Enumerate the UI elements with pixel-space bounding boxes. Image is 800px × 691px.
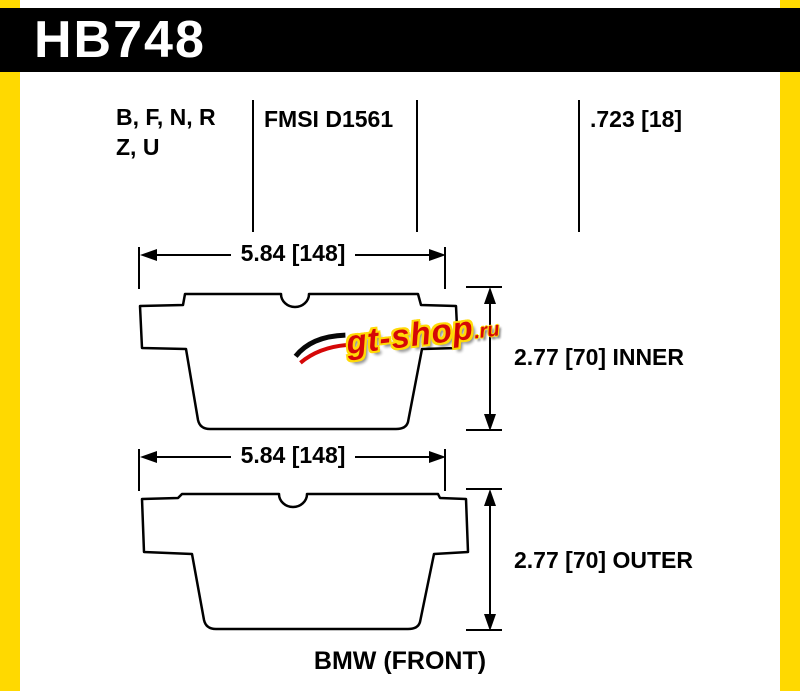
width-dimension-bottom: 5.84 [148] <box>140 442 447 468</box>
dimension-line <box>157 254 231 256</box>
dimension-line <box>157 456 231 458</box>
arrow-down-icon <box>484 414 496 431</box>
outer-height-label: 2.77 [70] OUTER <box>514 547 693 573</box>
dimension-line <box>355 254 430 256</box>
fmsi-number: FMSI D1561 <box>264 106 394 132</box>
arrow-right-icon <box>429 451 447 463</box>
divider-line-1 <box>252 100 254 232</box>
dimension-label: 5.84 [148] <box>240 239 346 266</box>
hazard-stripe-left <box>0 0 20 691</box>
compound-codes: B, F, N, R Z, U <box>116 104 216 161</box>
compound-codes-line2: Z, U <box>116 134 160 160</box>
brake-pad-outer-drawing <box>140 492 470 631</box>
arrow-left-icon <box>140 451 157 463</box>
divider-line-3 <box>578 100 580 232</box>
pad-thickness: .723 [18] <box>590 106 683 132</box>
watermark-swoosh-icon <box>293 332 347 365</box>
width-dimension-top: 5.84 [148] <box>140 240 447 266</box>
arrow-right-icon <box>429 249 447 261</box>
arrow-up-icon <box>484 287 496 304</box>
arrow-up-icon <box>484 489 496 506</box>
height-dimension-inner <box>482 287 498 431</box>
footer-application: BMW (FRONT) <box>313 647 487 675</box>
watermark: gt-shop .ru <box>290 305 501 368</box>
extension-line <box>138 247 140 289</box>
extension-line <box>444 247 446 289</box>
watermark-tld: .ru <box>472 318 501 344</box>
extension-line <box>444 449 446 491</box>
compound-codes-line1: B, F, N, R <box>116 104 216 130</box>
dimension-label: 5.84 [148] <box>240 441 346 468</box>
arrow-left-icon <box>140 249 157 261</box>
dimension-line <box>489 506 491 614</box>
dimension-line <box>355 456 430 458</box>
part-number: HB748 <box>34 11 206 69</box>
divider-line-2 <box>416 100 418 232</box>
extension-line <box>138 449 140 491</box>
part-number-bar: HB748 <box>0 8 800 72</box>
hazard-stripe-right <box>780 0 800 691</box>
height-dimension-outer <box>482 489 498 631</box>
arrow-down-icon <box>484 614 496 631</box>
dimension-line <box>489 304 491 414</box>
brake-pad-inner-drawing <box>138 292 460 431</box>
inner-height-label: 2.77 [70] INNER <box>514 344 685 370</box>
